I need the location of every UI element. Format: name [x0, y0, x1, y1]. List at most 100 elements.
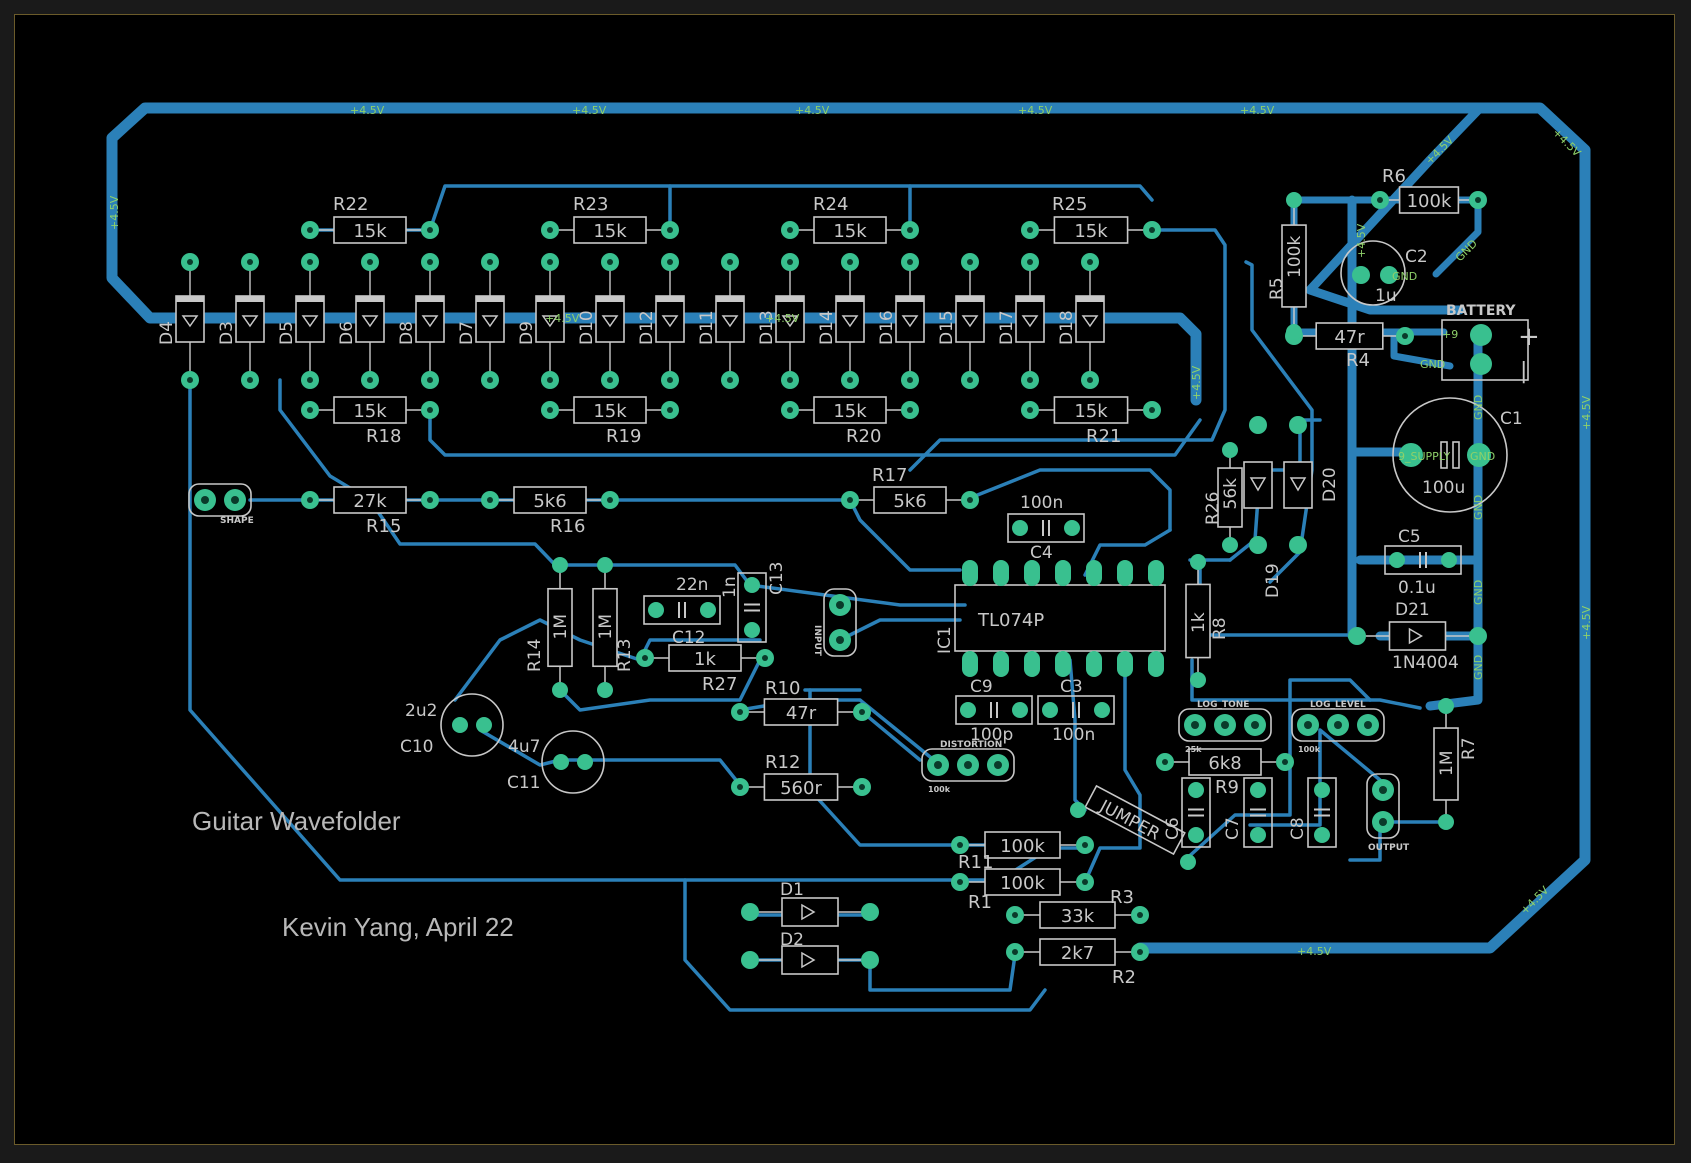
resistor-value-label: 560r: [780, 778, 822, 799]
header-shape: SHAPE: [188, 483, 254, 526]
c1-supply-net: 9_SUPPLY: [1398, 450, 1450, 463]
resistor-ref-label: R9: [1215, 777, 1239, 798]
net-label-vcc: +4.5V: [795, 104, 830, 117]
resistor-ref-label: R8: [1210, 617, 1230, 640]
resistor-value-label: 100k: [1285, 236, 1305, 278]
net-label-gnd: GND: [1472, 395, 1485, 420]
resistor-value-label: 5k6: [893, 491, 926, 512]
capacitor-ref-label: C13: [767, 561, 787, 595]
header-label: LOG_LEVEL: [1310, 700, 1366, 710]
net-label-vcc: +4.5V: [1240, 104, 1275, 117]
diode-ref-label: D3: [217, 321, 237, 345]
diode-d20: D20: [1283, 416, 1340, 554]
diode-ref-label: D21: [1395, 600, 1430, 620]
resistor-value-label: 1M: [551, 614, 571, 639]
net-label-gnd: GND: [1472, 495, 1485, 520]
header-label: DISTORTION: [940, 740, 1002, 750]
resistor-value-label: 1k: [1189, 612, 1209, 633]
net-label-vcc: +4.5V: [1580, 395, 1593, 430]
diode-d14: D14: [817, 253, 865, 389]
c2-gnd-net: GND: [1392, 270, 1417, 283]
pot-value-label: 100k: [928, 785, 951, 794]
signal-trace: [1083, 658, 1142, 884]
resistor-ref-label: R21: [1086, 426, 1121, 447]
resistor-value-label: 2k7: [1061, 943, 1094, 964]
resistor-ref-label: R24: [813, 194, 848, 215]
net-label-vcc: +4.5V: [765, 312, 800, 325]
net-label-vcc: +4.5V: [350, 104, 385, 117]
capacitor-value-label: 100p: [970, 725, 1013, 745]
diode-ref-label: D11: [697, 310, 717, 345]
header-label: SHAPE: [220, 516, 254, 526]
signal-trace: [808, 688, 987, 847]
c1-gnd-net: GND: [1470, 450, 1495, 463]
diode-d5: D5: [277, 253, 325, 389]
diode-ref-label: D20: [1320, 467, 1340, 502]
signal-trace: [453, 618, 762, 702]
resistor-ref-label: R1: [968, 892, 992, 913]
capacitor-ref-label: C7: [1223, 817, 1243, 840]
diode-d6: D6: [337, 253, 385, 389]
diode-ref-label: D15: [937, 310, 957, 345]
battery-gnd-net: GND: [1420, 358, 1445, 371]
resistor-ref-label: R25: [1052, 194, 1087, 215]
resistor-value-label: 47r: [1334, 327, 1365, 348]
diode-ref-label: D8: [397, 321, 417, 345]
diode-d17: D17: [997, 253, 1045, 389]
resistor-ref-label: R5: [1267, 277, 1287, 300]
resistor-value-label: 15k: [593, 221, 627, 242]
resistor-ref-label: R7: [1459, 737, 1479, 760]
resistor-ref-label: R22: [333, 194, 368, 215]
capacitor-value-label: 4u7: [508, 737, 540, 757]
resistor-ref-label: R13: [615, 639, 635, 672]
resistor-ref-label: R11: [958, 852, 993, 873]
signal-trace: [963, 468, 1172, 532]
resistor-value-label: 5k6: [533, 491, 566, 512]
resistor-ref-label: R2: [1112, 967, 1136, 988]
diode-ref-label: D14: [817, 310, 837, 345]
resistor-value-label: 15k: [353, 401, 387, 422]
diode-d15: D15: [937, 253, 985, 389]
ic1-footprint: TL074P IC1: [935, 560, 1166, 677]
diode-d19: D19: [1243, 416, 1283, 598]
header-output: OUTPUT: [1366, 773, 1410, 853]
c1-value-label: 100u: [1422, 478, 1465, 498]
diode-value: 1N4004: [1392, 653, 1459, 673]
net-label-vcc: +4.5V: [1018, 104, 1053, 117]
resistor-value-label: 15k: [833, 401, 867, 422]
diode-d16: D16: [877, 253, 925, 389]
header-label: OUTPUT: [1368, 843, 1410, 853]
resistor-value-label: 100k: [1407, 191, 1452, 212]
board-title-text: Guitar Wavefolder: [192, 806, 401, 836]
resistor-value-label: 15k: [1074, 401, 1108, 422]
copper-traces: [106, 102, 1591, 1012]
diode-ref-label: D1: [780, 880, 804, 900]
battery-connector: BATTERY +9 GND + |: [1420, 303, 1540, 384]
capacitor-ref-label: C10: [400, 737, 434, 757]
header-label: INPUT: [812, 625, 822, 657]
